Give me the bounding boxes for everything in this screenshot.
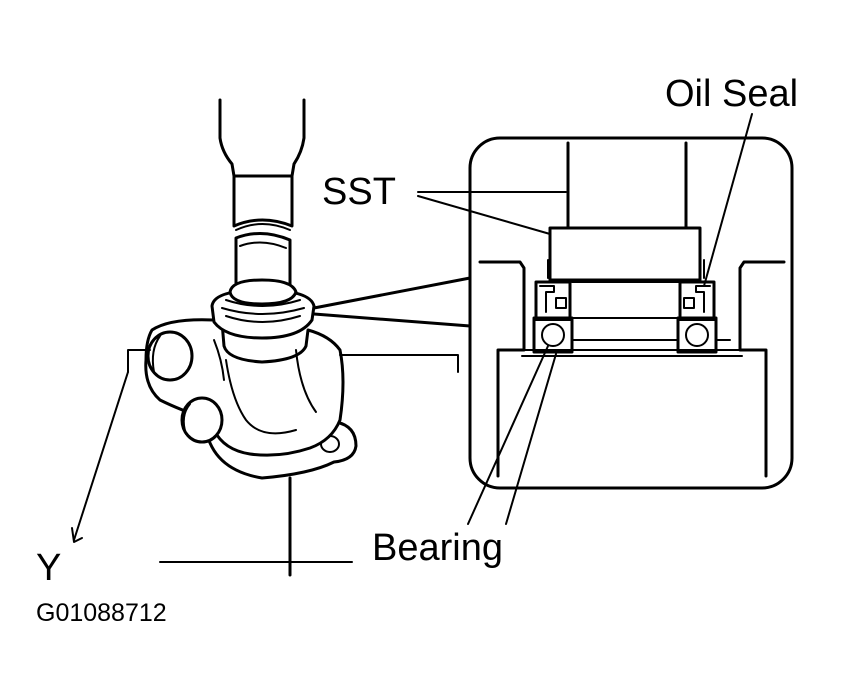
press-ram: [218, 98, 306, 231]
base-line-left: [127, 349, 151, 373]
bearing-leaders: [467, 345, 557, 525]
y-leader-line: [73, 371, 129, 541]
magnification-wedge: [312, 276, 472, 328]
figure-code: G01088712: [36, 599, 167, 627]
housing-collar: [210, 278, 316, 340]
sst-leaders: [417, 191, 567, 235]
detail-view: [468, 136, 794, 490]
label-y: Y: [36, 547, 61, 589]
oil-seal-leader: [703, 113, 753, 287]
base-line-right: [339, 354, 459, 373]
label-bearing: Bearing: [372, 527, 503, 569]
housing-body: [144, 318, 358, 480]
label-oil-seal: Oil Seal: [665, 73, 798, 115]
press-shaft: [234, 232, 292, 292]
label-sst: SST: [322, 171, 396, 213]
y-leader-arrow: [71, 527, 83, 543]
